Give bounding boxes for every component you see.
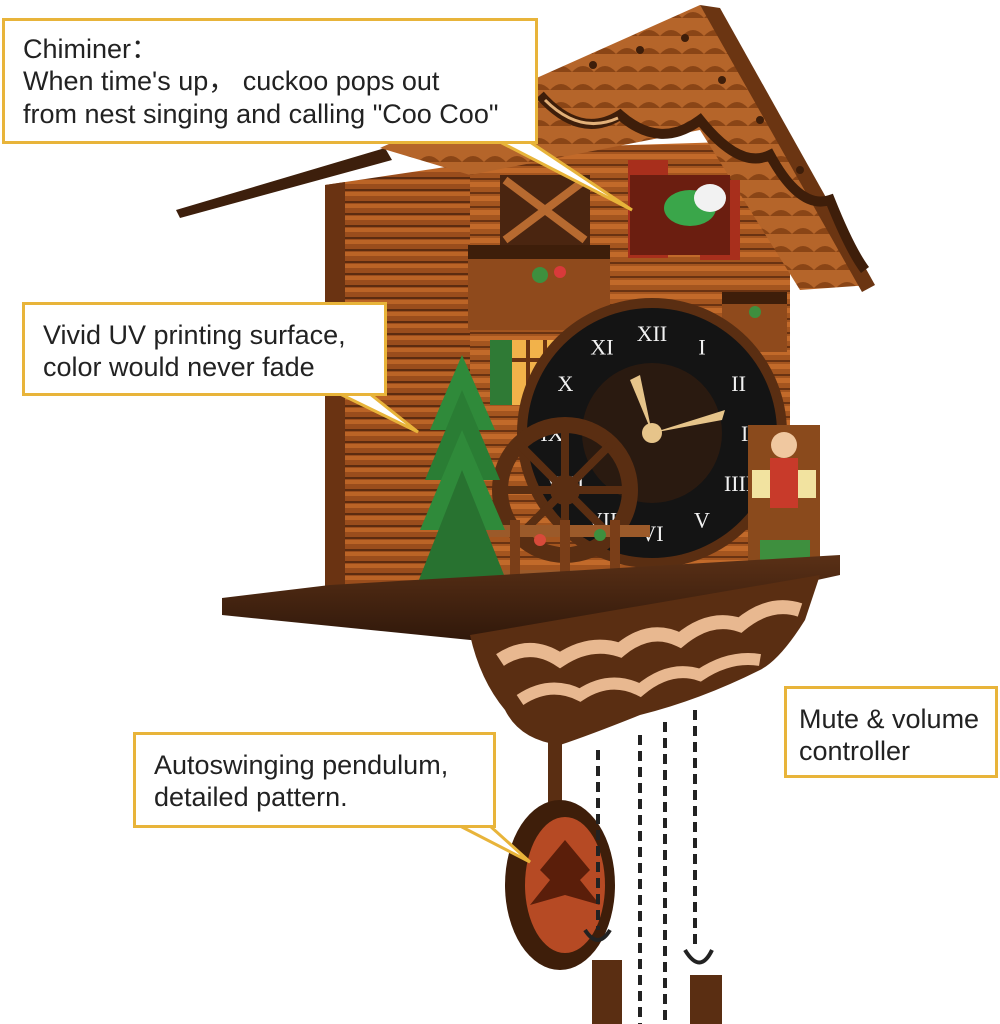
carved-base [470,575,820,745]
roof [380,5,875,292]
uv-line-2: color would never fade [43,352,315,383]
roof-rod [176,148,392,218]
clock-numeral: XII [637,321,668,346]
beer-figure [748,425,820,565]
mute-volume-callout: Mute & volume controller [784,686,998,778]
cuckoo-bird-head [694,184,726,212]
clock-numeral: XI [590,334,613,359]
mute-line-2: controller [799,736,911,767]
cuckoo-door [628,160,740,260]
pendulum-line-2: detailed pattern. [154,782,348,813]
pendulum-line-1: Autoswinging pendulum, [154,750,449,780]
shelf [222,555,840,645]
weights [583,928,722,1024]
clock-numeral: X [557,371,573,396]
pendulum-callout: Autoswinging pendulum, detailed pattern. [133,732,496,828]
chimer-title: Chiminer： [23,34,159,64]
pendulum [505,720,615,970]
chimer-line-2: from nest singing and calling "Coo Coo" [23,98,499,129]
uv-line-1: Vivid UV printing surface, [43,320,346,350]
chimer-line-1: When time's up， cuckoo pops out [23,66,440,97]
hour-hand [630,375,652,433]
clock-numeral: I [698,334,705,359]
mute-line-1: Mute & volume [799,704,980,734]
minute-hand [652,410,725,433]
uv-printing-callout: Vivid UV printing surface, color would n… [22,302,387,396]
chimer-callout: Chiminer： When time's up， cuckoo pops ou… [2,18,538,144]
lattice-panel [500,175,590,245]
clock-numeral: V [694,508,710,533]
chains [596,710,697,1024]
clock-numeral: II [731,371,746,396]
pine-tree [415,355,510,615]
